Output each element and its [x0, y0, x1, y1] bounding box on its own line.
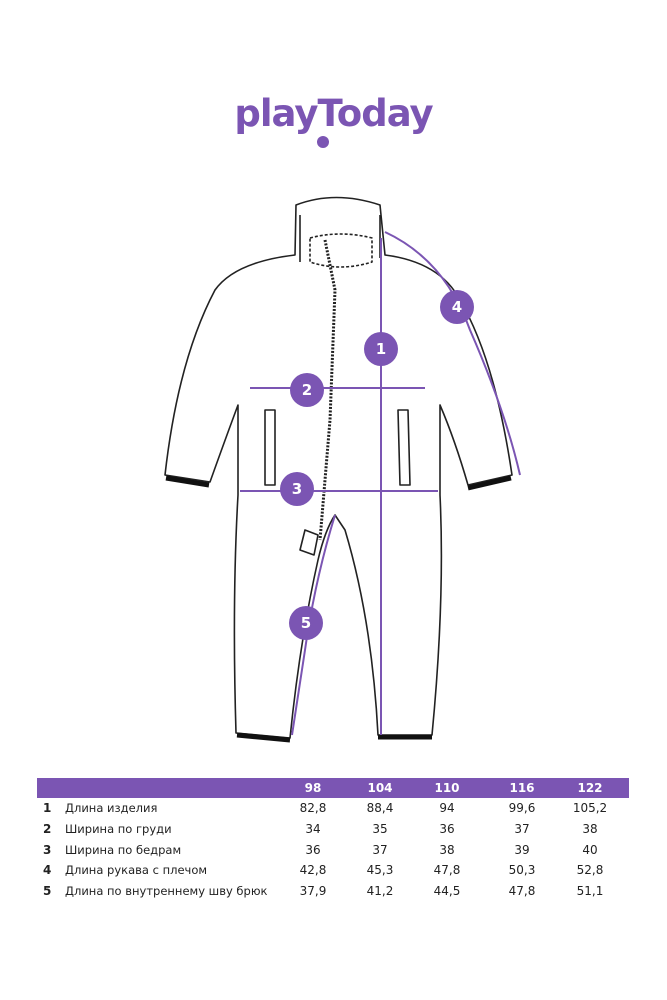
- cell-value: 37,9: [299, 884, 327, 899]
- row-number: 2: [43, 821, 52, 836]
- cell-value: 34: [305, 821, 321, 836]
- cell-value: 36: [305, 842, 321, 857]
- marker-1: [364, 332, 398, 366]
- cell-value: 40: [582, 842, 598, 857]
- row-number: 1: [43, 801, 52, 815]
- row-number: 3: [43, 842, 52, 857]
- cell-value: 45,3: [366, 863, 394, 878]
- table-row: 5 Длина по внутреннему шву брюк 37,9 41,2 44…: [37, 881, 629, 902]
- cell-value: 50,3: [508, 863, 536, 878]
- cell-value: 39: [514, 842, 530, 857]
- row-label: Ширина по груди: [65, 821, 172, 836]
- table-row: 3 Ширина по бедрам 36 37 38 39 40: [37, 840, 629, 861]
- cell-value: 47,8: [508, 884, 536, 899]
- cell-value: 37: [514, 821, 530, 836]
- marker-3: [280, 472, 314, 506]
- table-row: 2 Ширина по груди 34 35 36 37 38: [37, 819, 629, 840]
- size-header: 116: [509, 781, 535, 795]
- marker-1-label: 1: [376, 340, 386, 358]
- logo-dot: [317, 136, 329, 148]
- logo-text: playToday: [234, 92, 433, 135]
- row-label: Длина рукава с плечом: [65, 863, 208, 878]
- cell-value: 35: [372, 821, 388, 836]
- size-header: 104: [367, 781, 393, 795]
- size-header: 110: [434, 781, 460, 795]
- cell-value: 38: [582, 821, 598, 836]
- cell-value: 37: [372, 842, 388, 857]
- row-label: Длина по внутреннему шву брюк: [65, 884, 268, 899]
- jumpsuit-outline: [164, 196, 513, 739]
- marker-4: [440, 290, 474, 324]
- measure-line-4: [384, 231, 521, 476]
- cell-value: 42,8: [299, 863, 327, 878]
- cuffs: [165, 475, 512, 743]
- row-label: Ширина по бедрам: [65, 842, 182, 857]
- cell-value: 41,2: [366, 884, 394, 899]
- cell-value: 44,5: [433, 884, 461, 899]
- marker-5-label: 5: [301, 614, 311, 632]
- cell-value: 99,6: [508, 801, 536, 815]
- marker-4-label: 4: [452, 298, 462, 316]
- cell-value: 94: [439, 801, 455, 815]
- size-header: 98: [304, 781, 322, 795]
- table-row: 4 Длина рукава с плечом 42,8 45,3 47,8 50,3 52…: [37, 860, 629, 881]
- cell-value: 82,8: [299, 801, 327, 815]
- cell-value: 38: [439, 842, 455, 857]
- size-table: 98 104 110 116 122 1 Длина изделия 82,8 88,…: [37, 778, 629, 902]
- cell-value: 51,1: [576, 884, 604, 899]
- marker-5: [289, 606, 323, 640]
- marker-2-label: 2: [302, 381, 312, 399]
- row-label: Длина изделия: [65, 801, 158, 815]
- measure-line-5: [291, 514, 336, 736]
- row-number: 4: [43, 863, 52, 878]
- brand-logo: playToday: [0, 92, 667, 135]
- cell-value: 52,8: [576, 863, 604, 878]
- marker-2: [290, 373, 324, 407]
- row-number: 5: [43, 884, 52, 899]
- cell-value: 47,8: [433, 863, 461, 878]
- table-row: 1 Длина изделия 82,8 88,4 94 99,6 105,2: [37, 798, 629, 819]
- marker-3-label: 3: [292, 480, 302, 498]
- cell-value: 88,4: [366, 801, 394, 815]
- cell-value: 36: [439, 821, 455, 836]
- size-header-row: 98 104 110 116 122: [37, 778, 629, 798]
- jumpsuit-drawing: 1 2 3 4 5: [164, 196, 521, 743]
- cell-value: 105,2: [572, 801, 608, 815]
- size-header: 122: [577, 781, 603, 795]
